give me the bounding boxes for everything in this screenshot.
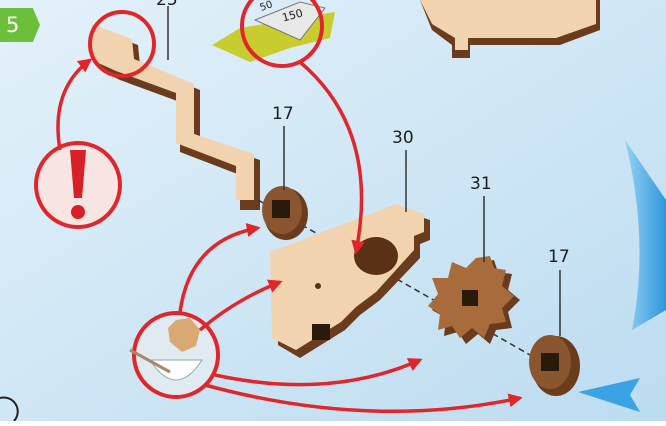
label-part-25: 25 (156, 0, 178, 10)
label-part-31: 31 (470, 174, 492, 194)
label-part-17-left: 17 (272, 104, 294, 124)
label-part-17-right: 17 (548, 247, 570, 267)
label-part-30: 30 (392, 128, 414, 148)
step-number-badge: 5 (0, 8, 40, 42)
